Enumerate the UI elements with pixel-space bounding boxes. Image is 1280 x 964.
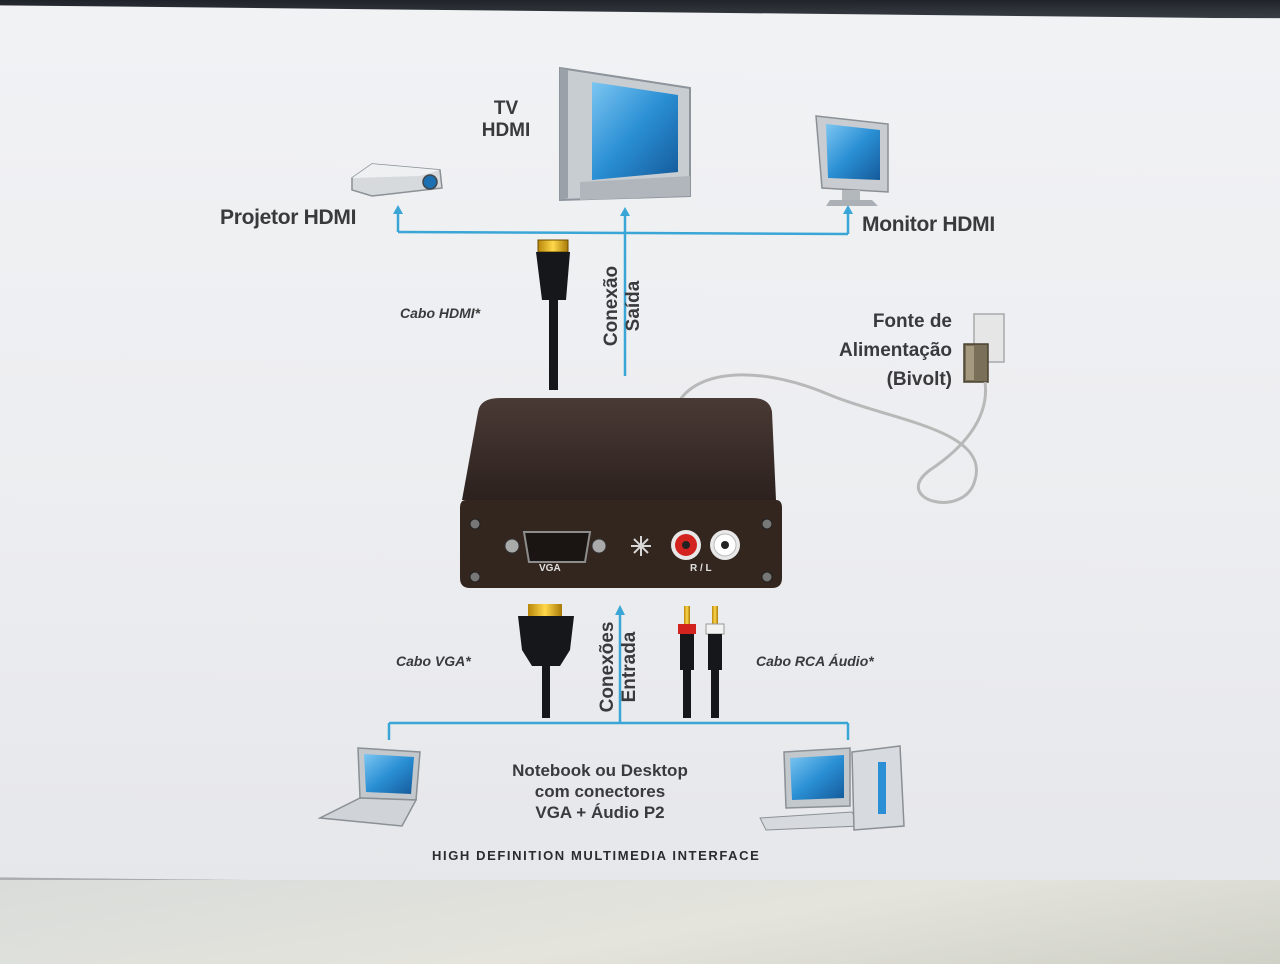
source-label: Notebook ou Desktop com conectores VGA +… — [480, 760, 720, 823]
tv-label-line1: TV — [493, 98, 519, 119]
tv-icon — [559, 66, 691, 202]
power-supply-label: Fonte de Alimentação (Bivolt) — [818, 307, 952, 394]
power-led-icon — [631, 536, 651, 556]
rca-cable-icon — [678, 606, 725, 718]
power-supply-line3: (Bivolt) — [886, 369, 952, 390]
output-connector-lines — [396, 212, 850, 376]
input-connector-lines — [387, 612, 850, 740]
audio-port-label: R / L — [690, 563, 712, 574]
input-arrow — [615, 605, 625, 615]
projector-label: Projetor HDMI — [220, 206, 357, 229]
hdmi-cable-icon — [536, 239, 570, 390]
rca-white-port-icon — [710, 530, 740, 560]
laptop-icon — [317, 747, 421, 827]
source-label-line1: Notebook ou Desktop — [512, 761, 688, 780]
converter-box — [460, 398, 782, 588]
power-supply-line1: Fonte de — [872, 311, 952, 332]
vga-cable-label: Cabo VGA* — [396, 653, 471, 669]
source-label-line2: com conectores — [534, 782, 666, 801]
footer-tagline: HIGH DEFINITION MULTIMEDIA INTERFACE — [432, 848, 761, 863]
background-table — [0, 880, 1280, 964]
tv-label: TV HDMI — [470, 98, 542, 142]
input-connection-line2: Entrada — [619, 631, 640, 703]
output-connection-line2: Saída — [623, 280, 644, 332]
input-connection-label: Conexões Entrada — [597, 615, 641, 719]
vga-port-icon — [504, 531, 607, 563]
power-supply-line2: Alimentação — [839, 340, 952, 361]
vga-cable-icon — [518, 604, 574, 718]
output-arrows — [393, 205, 853, 216]
rca-cable-label: Cabo RCA Áudio* — [756, 653, 874, 669]
power-cord — [678, 373, 988, 504]
input-connection-line1: Conexões — [597, 621, 618, 713]
vga-port-label: VGA — [539, 563, 561, 574]
tv-label-line2: HDMI — [481, 120, 531, 141]
output-connection-label: Conexão Saída — [601, 258, 645, 354]
rca-red-port-icon — [671, 530, 701, 560]
hdmi-cable-label: Cabo HDMI* — [400, 305, 481, 321]
desktop-icon — [759, 745, 905, 831]
monitor-icon — [815, 115, 889, 206]
projector-icon — [351, 163, 443, 197]
output-connection-line1: Conexão — [601, 265, 622, 347]
power-adapter-icon — [963, 313, 1005, 383]
monitor-label: Monitor HDMI — [862, 213, 995, 236]
source-label-line3: VGA + Áudio P2 — [535, 803, 665, 822]
